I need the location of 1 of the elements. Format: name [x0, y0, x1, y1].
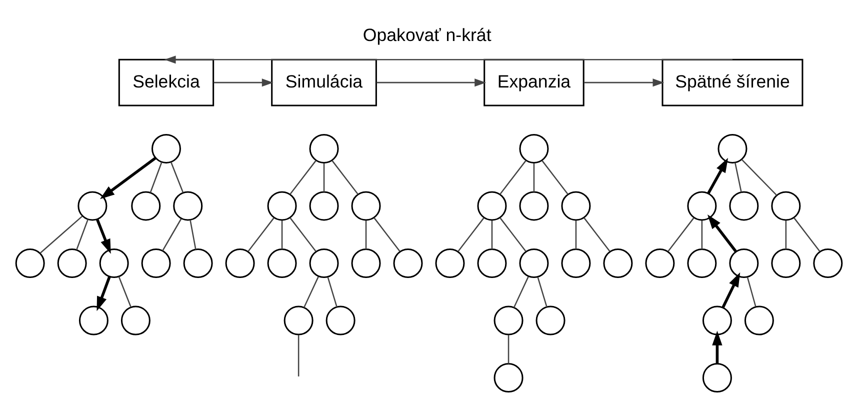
edge-label: Opakovať n-krát [362, 24, 492, 45]
